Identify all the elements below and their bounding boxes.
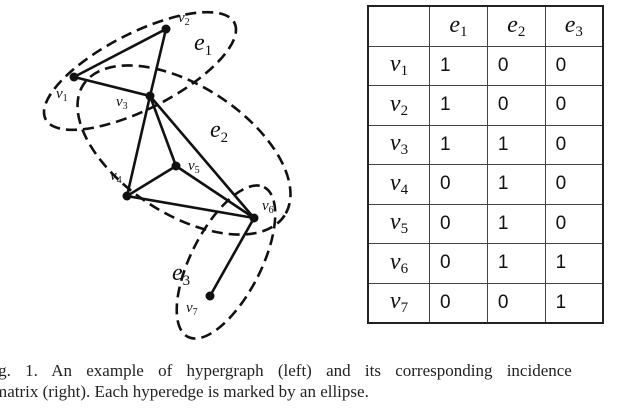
vertex-label-v3: v3 — [116, 94, 128, 112]
hyperedge-label-e2: e2 — [210, 117, 228, 146]
vertex-label-v2-sub: 2 — [185, 17, 190, 28]
column-header-e2: e2 — [486, 5, 546, 47]
vertex-v6 — [249, 213, 259, 223]
vertex-label-v3-sub: 3 — [123, 101, 128, 112]
vertex-v1 — [69, 72, 79, 82]
table-cell: 0 — [544, 45, 604, 86]
vertex-label-v5: v5 — [188, 158, 200, 176]
vertex-label-v7-sub: 7 — [193, 307, 198, 318]
row-header-v1: v1 — [367, 45, 430, 86]
table-cell: 0 — [544, 124, 604, 165]
row-header-v7: v7 — [367, 282, 430, 324]
hyperedge-e2-ellipse — [76, 64, 292, 236]
hyperedge-label-e1-sub: 1 — [205, 43, 213, 59]
edge-v3-v6 — [149, 95, 255, 219]
table-cell: 1 — [544, 282, 604, 324]
vertex-v7 — [205, 291, 215, 301]
caption-line-1: Fig. 1. An example of hypergraph (left) … — [0, 361, 572, 380]
table-row: v1 1 0 0 — [367, 45, 604, 86]
row-header-v3: v3 — [367, 124, 430, 165]
edge-v3-v5 — [148, 95, 178, 167]
hyperedge-label-e2-sub: 2 — [221, 130, 229, 146]
edge-v3-v4 — [125, 95, 152, 197]
table-cell: 1 — [544, 243, 604, 284]
table-cell: 0 — [544, 85, 604, 126]
table-cell: 1 — [486, 164, 546, 205]
table-cell: 0 — [429, 203, 488, 244]
table-cell: 0 — [544, 203, 604, 244]
vertex-label-v7: v7 — [186, 300, 198, 318]
column-header-e1: e1 — [429, 5, 488, 47]
table-cell: 1 — [486, 124, 546, 165]
table-cell: 0 — [544, 164, 604, 205]
edge-v4-v6 — [126, 194, 255, 220]
edge-v1-v2 — [73, 27, 167, 79]
table-cell: 0 — [486, 85, 546, 126]
vertex-label-v6: v6 — [262, 198, 274, 216]
table-header-row: e1 e2 e3 — [367, 5, 604, 47]
edge-v6-v7 — [208, 217, 256, 297]
table-row: v5 0 1 0 — [367, 203, 604, 244]
table-cell: 1 — [429, 45, 488, 86]
figure-caption: Fig. 1. An example of hypergraph (left) … — [0, 360, 640, 402]
table-row: v6 0 1 1 — [367, 243, 604, 284]
vertex-label-v5-sub: 5 — [195, 165, 200, 176]
table-cell: 1 — [429, 124, 488, 165]
table-cell: 0 — [429, 243, 488, 284]
edge-v5-v6 — [175, 164, 255, 220]
vertex-label-v6-sub: 6 — [269, 205, 274, 216]
table-corner-cell — [367, 5, 430, 47]
edge-v2-v3 — [148, 28, 168, 97]
vertex-v3 — [145, 91, 155, 101]
vertex-label-v4: v4 — [110, 168, 122, 186]
table-cell: 1 — [486, 203, 546, 244]
table-cell: 1 — [486, 243, 546, 284]
vertex-label-v1: v1 — [56, 86, 68, 104]
row-header-v2: v2 — [367, 85, 430, 126]
table-row: v3 1 1 0 — [367, 124, 604, 165]
column-header-e3: e3 — [544, 5, 604, 47]
row-header-v4: v4 — [367, 164, 430, 205]
incidence-matrix-table: e1 e2 e3 v1 1 0 0 v2 1 0 0 v3 1 1 0 v4 0… — [367, 5, 604, 324]
caption-line-2: matrix (right). Each hyperedge is marked… — [0, 382, 369, 401]
hyperedge-label-e1: e1 — [194, 30, 212, 59]
row-header-v5: v5 — [367, 203, 430, 244]
hyperedge-label-e3-sub: 3 — [183, 273, 191, 289]
vertex-label-v4-sub: 4 — [117, 175, 122, 186]
table-cell: 0 — [429, 164, 488, 205]
vertex-v2 — [161, 24, 171, 34]
vertex-v4 — [122, 191, 132, 201]
vertex-label-v2: v2 — [178, 10, 190, 28]
vertex-v5 — [171, 161, 181, 171]
table-row: v7 0 0 1 — [367, 282, 604, 324]
table-cell: 0 — [486, 282, 546, 324]
table-cell: 0 — [486, 45, 546, 86]
row-header-v6: v6 — [367, 243, 430, 284]
table-row: v4 0 1 0 — [367, 164, 604, 205]
vertex-label-v1-sub: 1 — [63, 93, 68, 104]
table-cell: 1 — [429, 85, 488, 126]
table-cell: 0 — [429, 282, 488, 324]
table-row: v2 1 0 0 — [367, 85, 604, 126]
edge-v4-v5 — [126, 164, 177, 198]
edge-v1-v3 — [73, 75, 151, 98]
hyperedge-e3-ellipse — [175, 184, 277, 340]
